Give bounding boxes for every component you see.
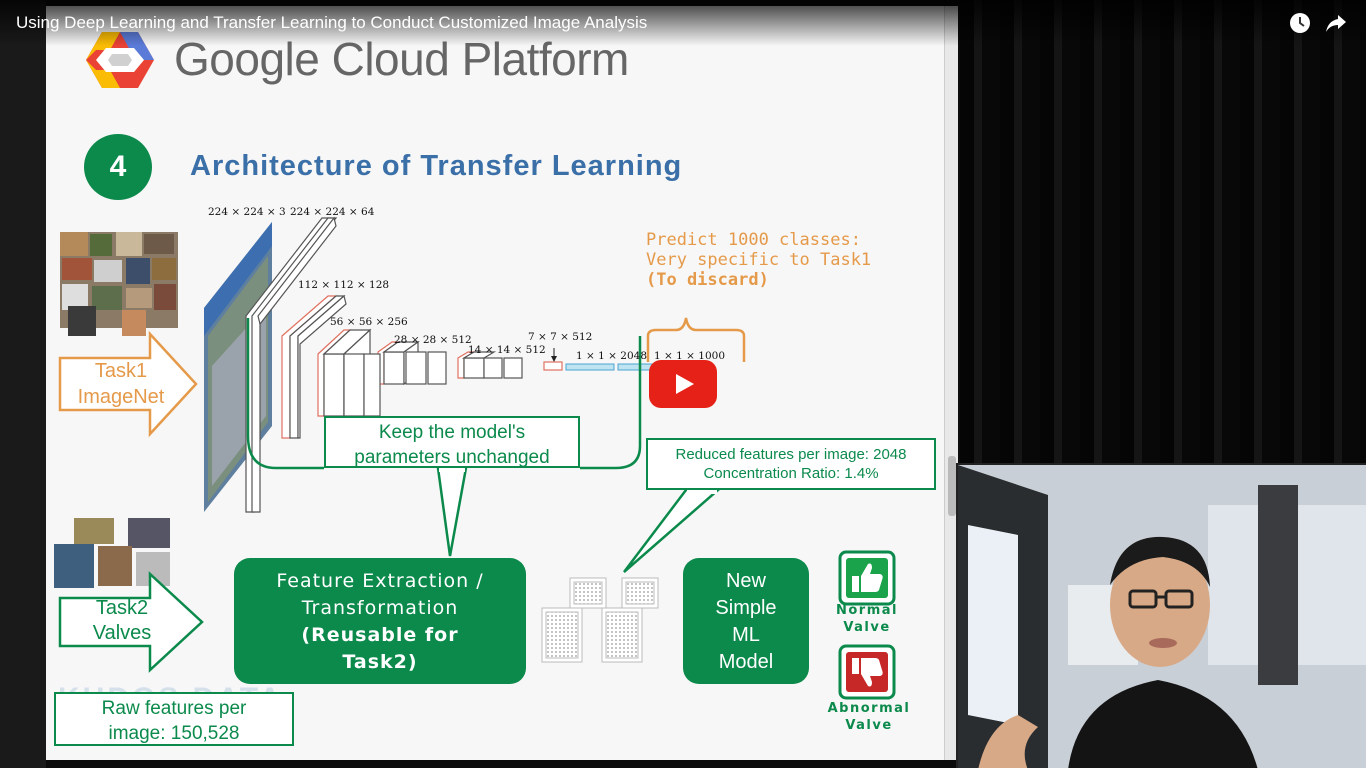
keep-parameters-callout: Keep the model's parameters unchanged [324, 416, 580, 468]
task1-line1: Task1 [94, 360, 148, 382]
dim-conv5: 14 × 14 × 512 [468, 344, 546, 356]
predict-classes-note: Predict 1000 classes: Very specific to T… [646, 230, 871, 290]
thumbs-up-icon [838, 550, 896, 606]
normal-valve-label: Normal Valve [834, 602, 900, 636]
share-arrow-icon[interactable] [1325, 12, 1347, 34]
ml-box-line4: Model [718, 651, 774, 673]
task1-arrow [58, 330, 198, 438]
dim-input: 224 × 224 × 3 [208, 206, 286, 218]
dim-conv4: 28 × 28 × 512 [394, 334, 472, 346]
task1-line2: ImageNet [77, 386, 165, 408]
reduced-features-callout: Reduced features per image: 2048 Concent… [646, 438, 936, 490]
ml-box-line1: New [725, 570, 766, 592]
ml-box-line2: Simple [715, 597, 777, 619]
youtube-play-button[interactable] [649, 360, 717, 408]
new-ml-model-box: New Simple ML Model [683, 558, 809, 684]
task2-arrow [58, 571, 204, 673]
video-title-bar: Using Deep Learning and Transfer Learnin… [0, 0, 1366, 46]
step-number-circle: 4 [84, 134, 152, 200]
keep-box-line2: parameters unchanged [354, 447, 550, 468]
dim-conv3: 56 × 56 × 256 [330, 316, 408, 328]
slide-scroll-thumb[interactable] [948, 456, 956, 516]
dim-pool: 7 × 7 × 512 [528, 331, 593, 343]
task2-label: Task2 Valves [68, 596, 176, 646]
feature-box-line3: (Reusable for [301, 624, 459, 646]
dim-conv1: 224 × 224 × 64 [290, 206, 375, 218]
raw-features-callout: Raw features per image: 150,528 [54, 692, 294, 746]
abnormal-line1: Abnormal [827, 701, 911, 716]
abnormal-valve-label: Abnormal Valve [824, 700, 914, 734]
reduced-box-line2: Concentration Ratio: 1.4% [703, 465, 879, 482]
feature-matrices-icon [541, 577, 659, 663]
valve-collage [54, 518, 170, 588]
keep-box-line1: Keep the model's [378, 422, 526, 443]
presentation-slide: Google Cloud Platform 4 Architecture of … [46, 6, 944, 760]
predict-note-line1: Predict 1000 classes: [646, 230, 861, 250]
cnn-architecture-diagram [54, 216, 746, 673]
task1-label: Task1 ImageNet [66, 358, 176, 410]
predict-note-line2: Very specific to Task1 [646, 250, 872, 270]
raw-box-line1: Raw features per [101, 698, 247, 719]
dim-conv2: 112 × 112 × 128 [298, 279, 390, 291]
thumbs-down-icon [838, 644, 896, 700]
slide-title: Architecture of Transfer Learning [190, 150, 683, 182]
dim-fc1: 1 × 1 × 2048 [576, 350, 648, 362]
ml-box-line3: ML [732, 624, 760, 646]
clock-icon[interactable] [1289, 12, 1311, 34]
task2-line1: Task2 [95, 597, 149, 619]
raw-box-line2: image: 150,528 [108, 723, 240, 744]
video-title[interactable]: Using Deep Learning and Transfer Learnin… [16, 13, 648, 32]
video-letterbox-left [0, 0, 46, 768]
speaker-webcam-overlay [956, 463, 1366, 768]
feature-box-line2: Transformation [301, 597, 459, 619]
normal-line2: Valve [843, 620, 891, 635]
slide-scrollbar[interactable] [944, 6, 958, 760]
feature-extraction-box: Feature Extraction / Transformation (Reu… [234, 558, 526, 684]
abnormal-line2: Valve [845, 718, 893, 733]
predict-note-line3: (To discard) [646, 270, 769, 290]
feature-box-line4: Task2) [342, 651, 418, 673]
imagenet-collage [60, 232, 178, 336]
dim-fc2: 1 × 1 × 1000 [654, 350, 726, 362]
feature-box-line1: Feature Extraction / [276, 570, 484, 592]
task2-line2: Valves [92, 622, 152, 644]
reduced-box-line1: Reduced features per image: 2048 [675, 446, 907, 463]
normal-line1: Normal [836, 603, 898, 618]
speaker-video-frame [958, 465, 1366, 768]
